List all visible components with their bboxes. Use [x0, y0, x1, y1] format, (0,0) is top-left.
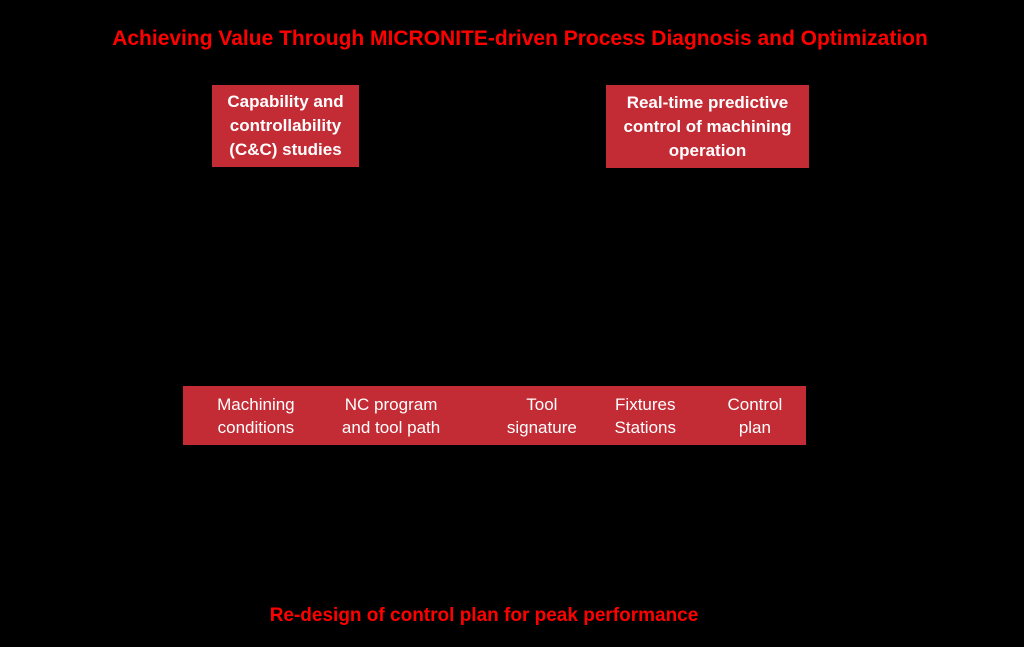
slide-title: Achieving Value Through MICRONITE-driven… — [112, 27, 928, 50]
bar-label-machining-conditions: Machining conditions — [217, 394, 295, 437]
bar-label-control-plan: Control plan — [727, 394, 783, 437]
bar-label-nc-program: NC program and tool path — [341, 394, 441, 437]
predictive-control-label: Real-time predictive control of machinin… — [623, 92, 792, 160]
predictive-control-box: Real-time predictive control of machinin… — [606, 85, 809, 168]
bar-label-fixtures-stations: Fixtures Stations — [614, 394, 676, 437]
bar-label-tool-signature: Tool signature — [506, 394, 577, 437]
capability-studies-box: Capability and controllability (C&C) stu… — [212, 85, 359, 167]
capability-studies-label: Capability and controllability (C&C) stu… — [227, 92, 344, 159]
footer-text: Re-design of control plan for peak perfo… — [269, 605, 699, 626]
process-elements-bar: Machining conditions NC program and tool… — [183, 386, 806, 445]
